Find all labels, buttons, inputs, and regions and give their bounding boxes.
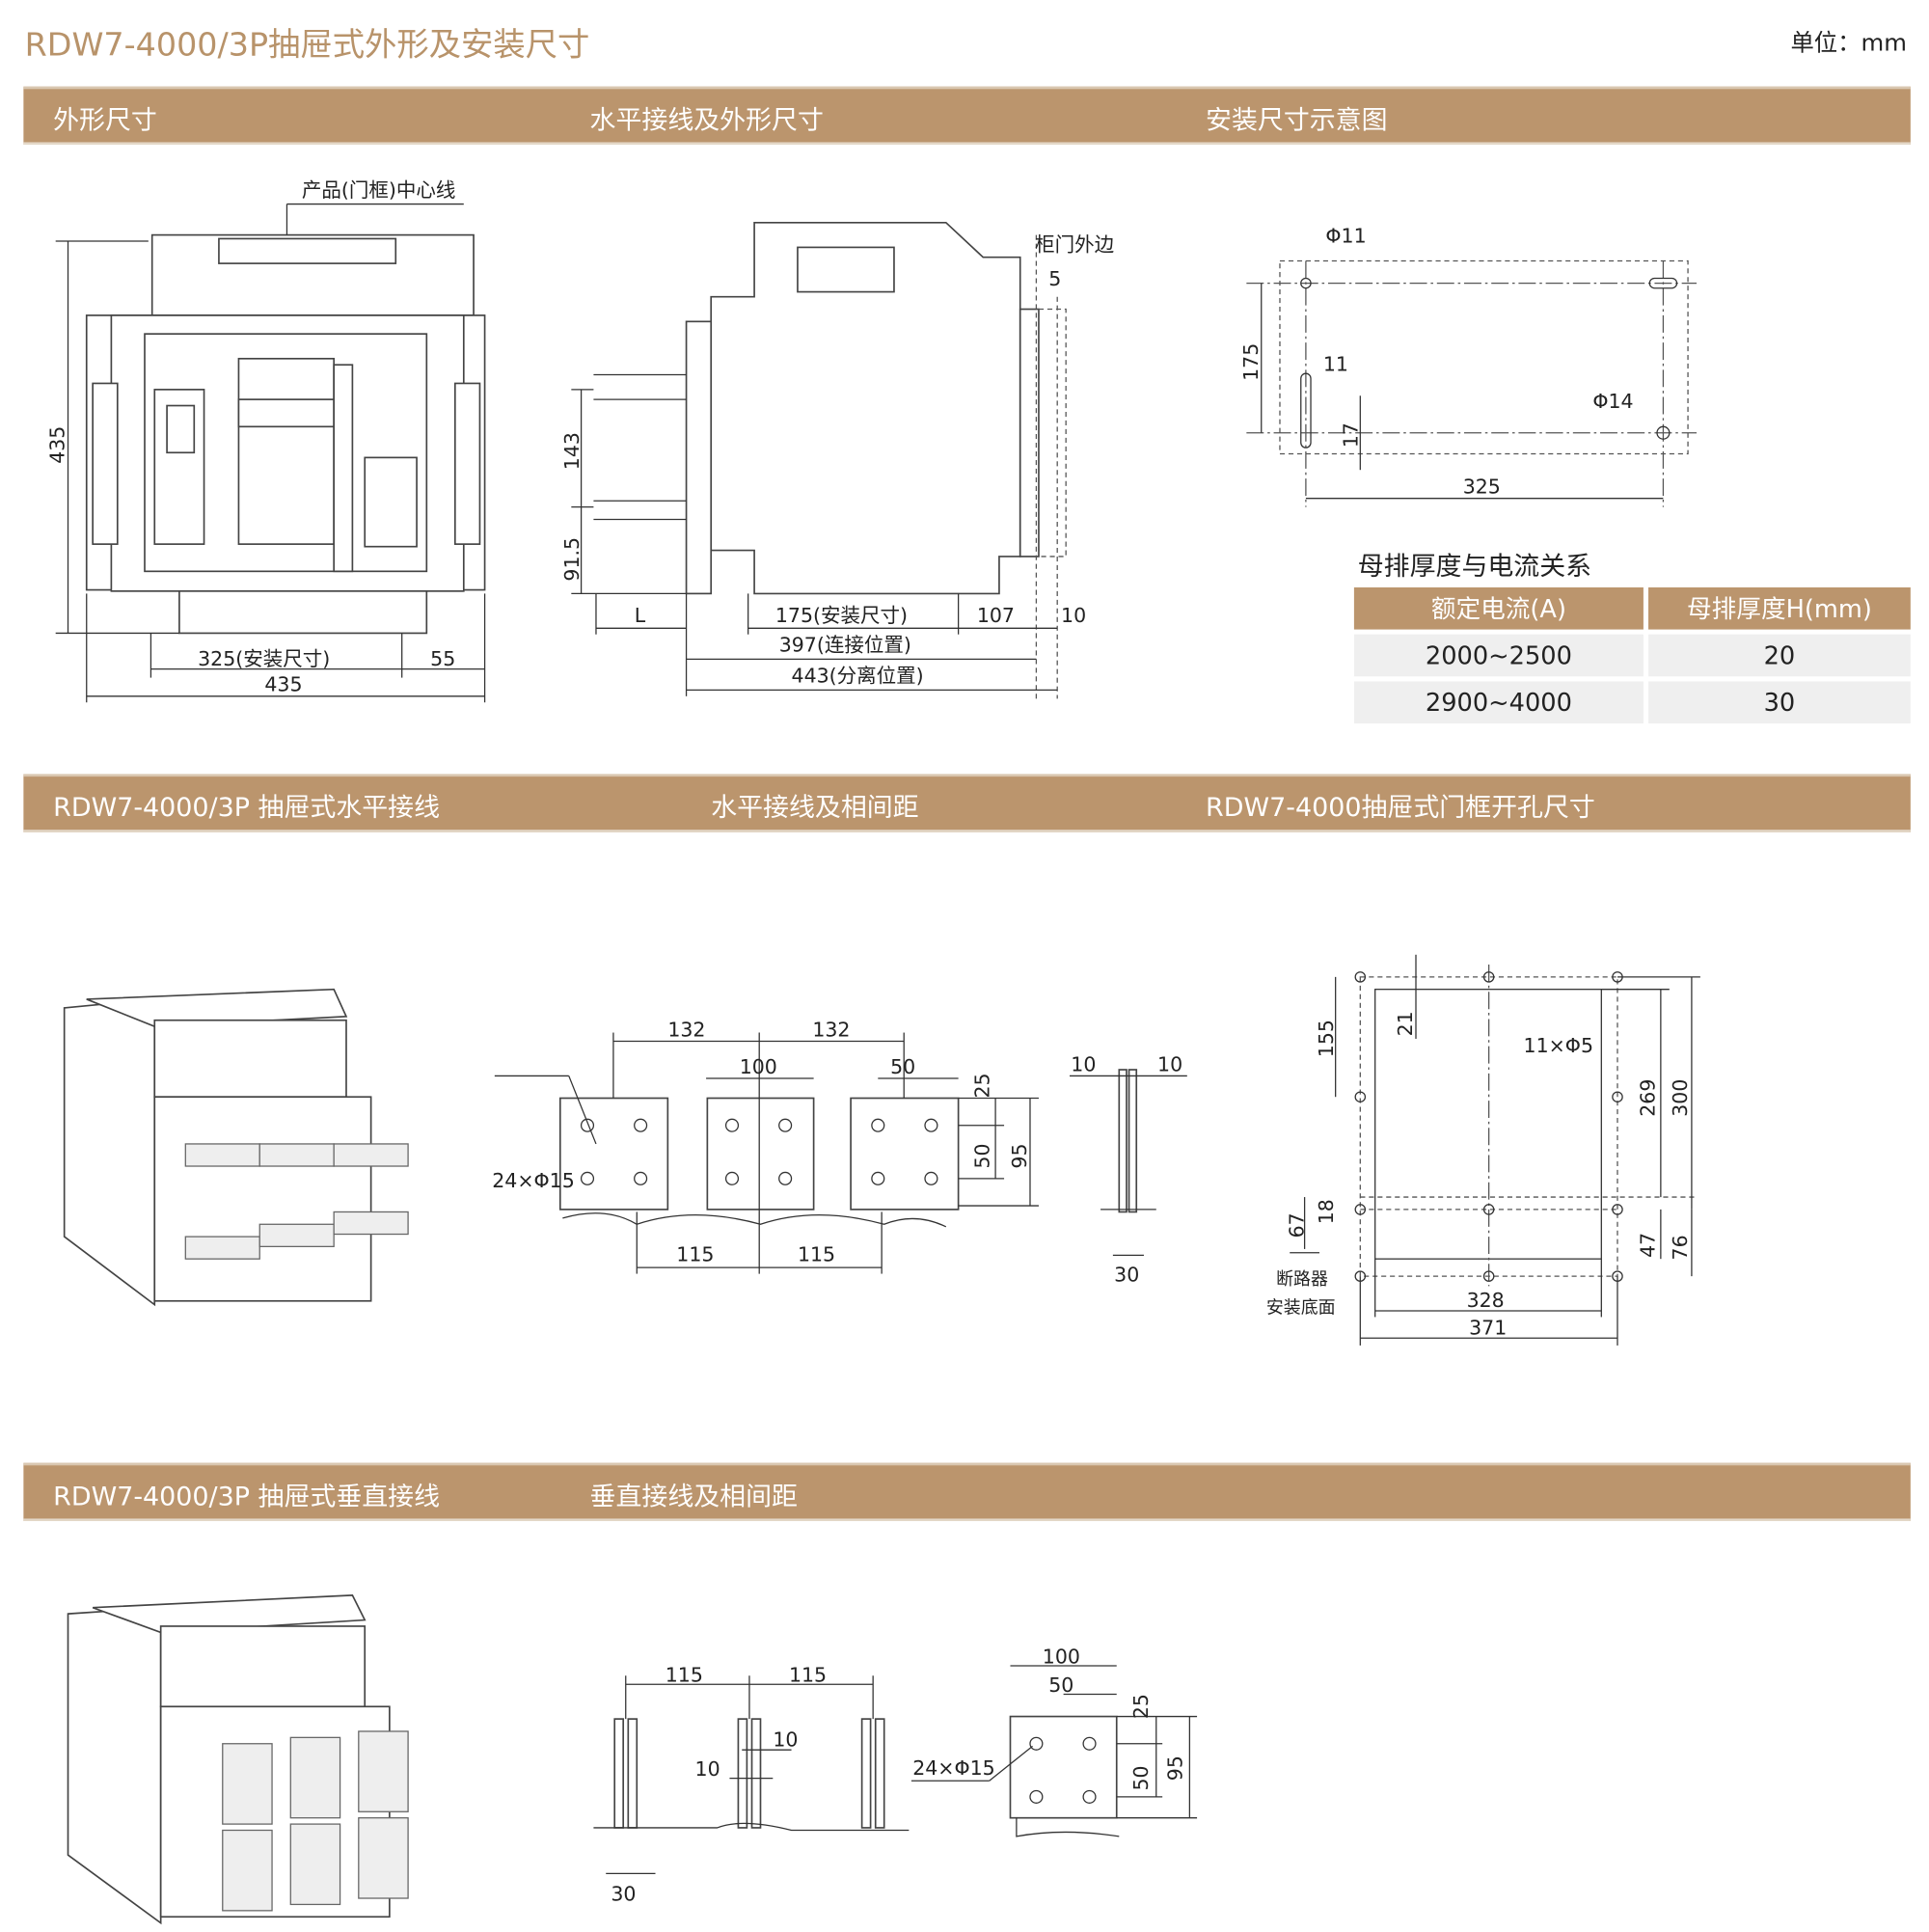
page-title: RDW7-4000/3P抽屉式外形及安装尺寸 (24, 27, 590, 65)
dimension-label: 325(安装尺寸) (198, 647, 330, 670)
busbar-side-drawing: 10 10 30 (1070, 1052, 1187, 1286)
dimension-label: 25 (971, 1073, 994, 1098)
vertical-phase-spacing-drawing: 115 115 10 10 30 (593, 1664, 910, 1906)
header-drawer-horizontal-wiring: RDW7-4000/3P 抽屉式水平接线 (53, 792, 441, 823)
side-view-drawing: 柜门外边 5 143 91.5 L 175(安装尺寸) 107 10 397(连… (560, 221, 1114, 699)
dimension-label: 18 (1315, 1199, 1338, 1224)
dimension-label: 17 (1340, 422, 1363, 448)
dimension-label: 325 (1463, 476, 1501, 499)
dimension-label: 269 (1636, 1079, 1659, 1117)
dimension-label: 76 (1669, 1235, 1692, 1260)
header-outline-dimensions: 外形尺寸 (53, 104, 157, 135)
section-header-2: RDW7-4000/3P 抽屉式水平接线 水平接线及相间距 RDW7-4000抽… (23, 774, 1911, 832)
dimension-label: 25 (1129, 1694, 1153, 1719)
header-installation-diagram: 安装尺寸示意图 (1206, 104, 1388, 135)
hole-spec-label: 24×Φ15 (912, 1756, 994, 1780)
dimension-label: 115 (789, 1664, 827, 1687)
horizontal-phase-spacing-drawing: 132 132 100 50 25 24×Φ15 50 95 115 115 (492, 1018, 1039, 1274)
header-drawer-vertical-wiring: RDW7-4000/3P 抽屉式垂直接线 (53, 1481, 441, 1511)
dimension-label: Φ14 (1592, 390, 1633, 413)
table-cell: 2000~2500 (1353, 634, 1644, 677)
dimension-label: 50 (1129, 1765, 1153, 1790)
dimension-label: 10 (1061, 604, 1086, 627)
installation-diagram: Φ11 175 11 Φ14 17 325 (1239, 224, 1698, 507)
dimension-label: 328 (1467, 1289, 1505, 1312)
horizontal-wiring-breaker-image (63, 988, 409, 1307)
dimension-label: 30 (1114, 1263, 1139, 1286)
header-door-frame-cutout: RDW7-4000抽屉式门框开孔尺寸 (1206, 792, 1595, 823)
dimension-label: 11 (1323, 353, 1348, 376)
centerline-label: 产品(门框)中心线 (302, 178, 456, 202)
dimension-label: 175(安装尺寸) (775, 604, 908, 627)
busbar-table-title: 母排厚度与电流关系 (1357, 551, 1592, 582)
dimension-label: 132 (667, 1018, 705, 1041)
dimension-label: 21 (1394, 1011, 1417, 1036)
dimension-label: 10 (1071, 1052, 1096, 1075)
dimension-label: 50 (971, 1143, 994, 1168)
dimension-label: 397(连接位置) (779, 634, 911, 657)
dimension-label: 443(分离位置) (792, 665, 924, 688)
dimension-label: 115 (676, 1243, 714, 1266)
table-cell: 2900~4000 (1353, 681, 1644, 724)
table-header: 额定电流(A) (1353, 586, 1644, 630)
dimension-label: 115 (798, 1243, 835, 1266)
table-row: 2900~4000 30 (1353, 681, 1911, 724)
dimension-label: 143 (560, 432, 584, 470)
dimension-label: 47 (1636, 1233, 1659, 1258)
dimension-label: 67 (1285, 1212, 1308, 1238)
door-edge-label: 柜门外边 (1035, 232, 1114, 256)
dimension-label: Φ11 (1325, 224, 1366, 247)
section-header-3: RDW7-4000/3P 抽屉式垂直接线 垂直接线及相间距 (23, 1462, 1911, 1521)
table-cell: 20 (1648, 634, 1911, 677)
hole-spec-label: 11×Φ5 (1524, 1034, 1593, 1057)
hole-spec-label: 24×Φ15 (492, 1169, 574, 1192)
dimension-label: 10 (695, 1757, 720, 1781)
dimension-label: 10 (1157, 1052, 1182, 1075)
dimension-label: 107 (977, 604, 1015, 627)
breaker-label: 断路器 (1276, 1269, 1328, 1290)
dimension-label: 100 (1043, 1645, 1080, 1668)
dimension-label: 435 (264, 673, 302, 696)
dimension-label: 300 (1669, 1079, 1692, 1117)
dimension-label: 91.5 (560, 537, 584, 582)
dimension-label: 30 (611, 1883, 636, 1906)
header-horizontal-wiring-dimensions: 水平接线及外形尺寸 (589, 104, 824, 135)
dimension-label: 55 (430, 647, 455, 670)
vertical-wiring-breaker-image (67, 1594, 409, 1925)
dimension-label: 435 (46, 426, 69, 464)
dimension-label: 115 (666, 1664, 703, 1687)
table-header-row: 额定电流(A) 母排厚度H(mm) (1353, 586, 1911, 630)
front-outline-drawing: 产品(门框)中心线 435 325(安装尺寸) 55 435 (46, 178, 486, 703)
unit-label: 单位：mm (1790, 29, 1907, 57)
dimension-label: 100 (740, 1055, 777, 1078)
table-row: 2000~2500 20 (1353, 634, 1911, 677)
table-cell: 30 (1648, 681, 1911, 724)
header-vertical-phase-spacing: 垂直接线及相间距 (589, 1481, 798, 1511)
header-horizontal-phase-spacing: 水平接线及相间距 (711, 792, 919, 823)
vertical-busbar-plate-drawing: 100 50 25 24×Φ15 50 95 (910, 1645, 1198, 1837)
dimension-label: 371 (1469, 1316, 1507, 1339)
dimension-label: 10 (773, 1728, 798, 1751)
dimension-label: 95 (1008, 1143, 1031, 1168)
door-frame-cutout-drawing: 155 21 11×Φ5 269 300 67 18 47 76 断路器 安装底… (1266, 954, 1700, 1346)
dimension-label: 95 (1164, 1755, 1187, 1781)
dimension-label: 155 (1315, 1020, 1338, 1057)
dimension-label: 132 (812, 1018, 850, 1041)
dimension-label: 50 (1048, 1673, 1073, 1697)
dimension-label: 5 (1048, 267, 1061, 290)
dimension-label: 50 (890, 1055, 915, 1078)
table-header: 母排厚度H(mm) (1648, 586, 1911, 630)
busbar-thickness-table: 额定电流(A) 母排厚度H(mm) 2000~2500 20 2900~4000… (1353, 586, 1911, 728)
mounting-base-label: 安装底面 (1266, 1298, 1336, 1319)
dimension-label: 175 (1239, 343, 1263, 381)
section-header-1: 外形尺寸 水平接线及外形尺寸 安装尺寸示意图 (23, 86, 1911, 146)
dimension-label: L (635, 604, 646, 627)
